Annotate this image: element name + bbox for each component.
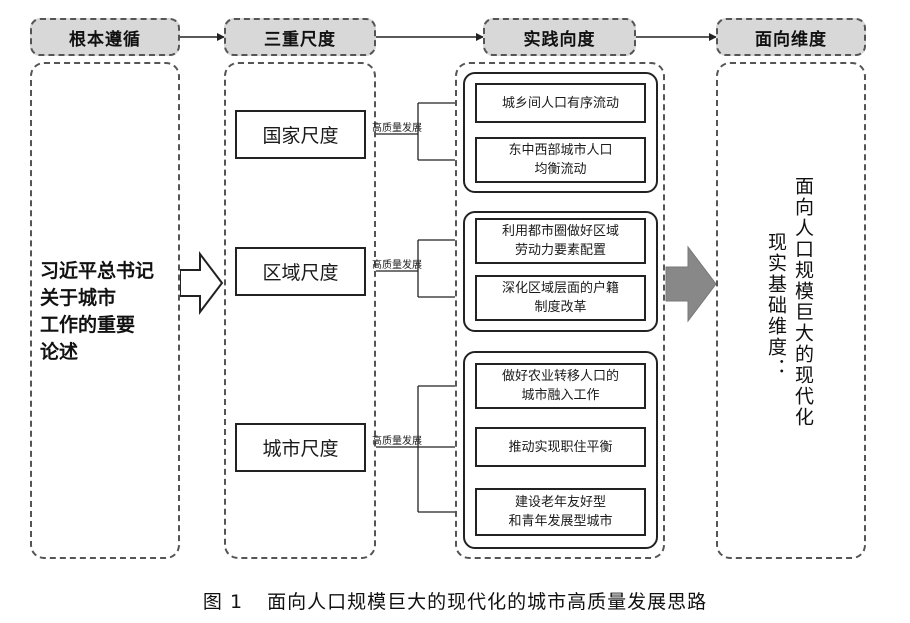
header-practice: 实践向度 [483,18,636,56]
connector-label-national: 高质量发展 [372,123,422,134]
practice-item-national-1: 城乡间人口有序流动 [475,83,646,123]
scale-national: 国家尺度 [235,110,366,159]
practice-item-city-3: 建设老年友好型 和青年发展型城市 [475,488,646,536]
practice-item-city-2: 推动实现职住平衡 [475,427,646,467]
root-text-line-1: 习近平总书记 [40,260,155,282]
scale-city: 城市尺度 [235,423,366,472]
connector-label-city: 高质量发展 [372,436,422,447]
header-scales: 三重尺度 [224,18,376,56]
figure-caption: 图 1 面向人口规模巨大的现代化的城市高质量发展思路 [0,587,910,614]
scale-regional: 区域尺度 [235,247,366,296]
practice-to-dimension-arrow [665,245,717,323]
figure-title: 面向人口规模巨大的现代化的城市高质量发展思路 [267,591,708,613]
practice-item-regional-1: 利用都市圈做好区域 劳动力要素配置 [475,218,646,264]
connector-label-regional: 高质量发展 [372,260,422,271]
dimension-column [716,62,866,559]
root-text: 习近平总书记 关于城市 工作的重要 论述 [40,258,180,366]
root-column [30,62,180,559]
practice-item-national-2: 东中西部城市人口 均衡流动 [475,137,646,183]
dimension-text-2: 现实基础维度： [765,232,787,379]
practice-item-city-1: 做好农业转移人口的 城市融入工作 [475,363,646,409]
root-text-line-2: 关于城市 [40,287,117,309]
header-root: 根本遵循 [30,18,180,56]
dimension-text-1: 面向人口规模巨大的现代化 [792,176,814,428]
root-to-scales-arrow [179,251,224,315]
root-text-line-3: 工作的重要 [40,314,136,336]
header-dimension: 面向维度 [716,18,866,56]
root-text-line-4: 论述 [40,341,79,363]
figure-number: 图 1 [202,591,244,613]
practice-item-regional-2: 深化区域层面的户籍 制度改革 [475,275,646,321]
